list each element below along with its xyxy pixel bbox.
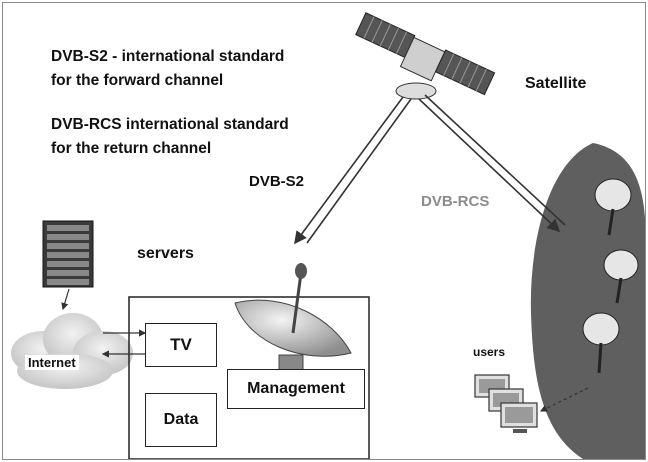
dvb-s2-standard-line-2: for the forward channel xyxy=(51,72,224,89)
user-dish-icon xyxy=(582,178,639,374)
data-label: Data xyxy=(163,411,199,428)
dvb-rcs-return-link-a xyxy=(418,98,561,233)
management-label: Management xyxy=(247,380,345,397)
server-to-cloud-arrow xyxy=(61,288,70,311)
cloud-icon xyxy=(11,313,133,389)
tv-box: TV xyxy=(145,323,217,367)
dvb-s2-link-label: DVB-S2 xyxy=(249,173,305,190)
management-box: Management xyxy=(227,369,365,409)
dish-to-users-link xyxy=(539,387,589,412)
dvb-rcs-link-label: DVB-RCS xyxy=(421,193,490,210)
dvb-s2-standard-line-1: DVB-S2 - international standard xyxy=(51,48,285,65)
users-label: users xyxy=(473,345,506,359)
servers-label: servers xyxy=(137,245,194,262)
server-rack-icon xyxy=(42,220,94,288)
computer-icon xyxy=(474,374,538,433)
tv-label: TV xyxy=(170,335,192,354)
dvb-rcs-return-link-b xyxy=(424,94,566,226)
satellite-icon xyxy=(355,12,496,100)
dvb-rcs-standard-line-2: for the return channel xyxy=(51,140,212,157)
dvb-rcs-standard-line-1: DVB-RCS international standard xyxy=(51,116,289,133)
dvb-s2-forward-link-b xyxy=(306,98,412,244)
satellite-label: Satellite xyxy=(525,75,587,92)
diagram-graphics xyxy=(11,12,645,459)
hub-enclosure xyxy=(128,296,370,459)
dvb-s2-forward-link-a xyxy=(294,96,404,245)
internet-label: Internet xyxy=(25,355,79,370)
satellite-dish-icon xyxy=(234,263,352,376)
data-box: Data xyxy=(145,393,217,447)
